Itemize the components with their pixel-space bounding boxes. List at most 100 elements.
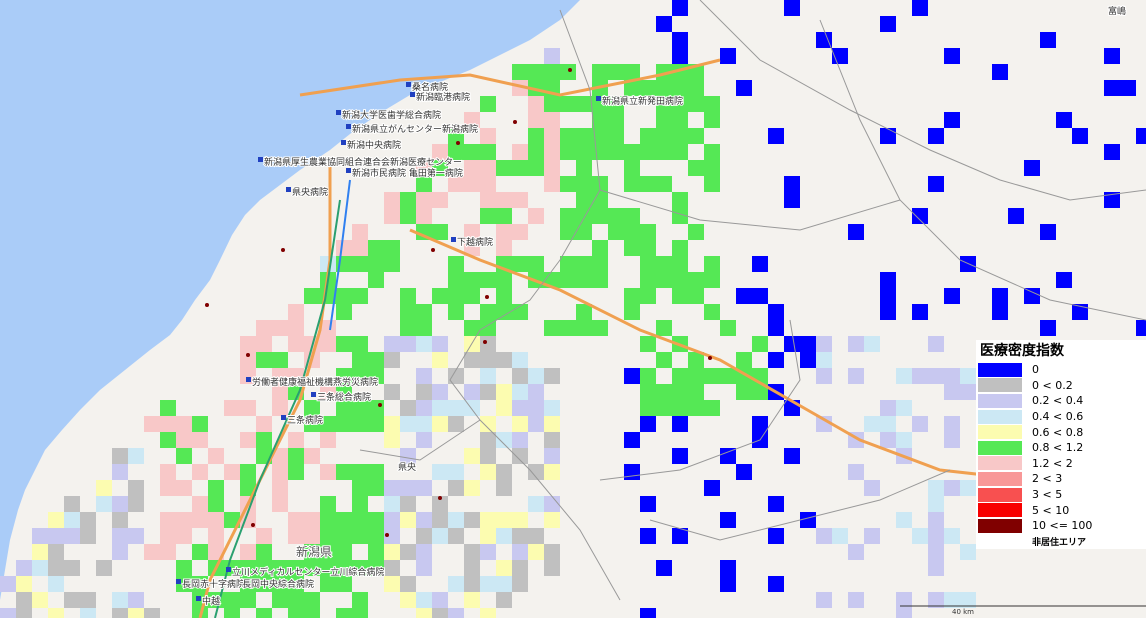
density-cell — [880, 128, 896, 144]
density-cell — [448, 576, 464, 592]
density-cell — [64, 512, 80, 528]
density-cell — [400, 592, 416, 608]
density-cell — [160, 400, 176, 416]
legend-swatch — [978, 409, 1022, 424]
density-cell — [912, 208, 928, 224]
hospital-marker — [176, 579, 181, 584]
density-cell — [880, 416, 896, 432]
density-cell — [128, 592, 144, 608]
density-cell — [304, 528, 320, 544]
hospital-label[interactable]: 桑名病院 — [411, 80, 449, 94]
legend-swatch — [978, 534, 1022, 549]
density-cell — [320, 528, 336, 544]
density-cell — [512, 576, 528, 592]
density-cell — [704, 272, 720, 288]
density-cell — [592, 128, 608, 144]
density-cell — [800, 352, 816, 368]
density-cell — [624, 160, 640, 176]
density-cell — [656, 384, 672, 400]
density-cell — [608, 208, 624, 224]
density-cell — [272, 560, 288, 576]
density-cell — [448, 144, 464, 160]
legend-swatch — [978, 393, 1022, 408]
facility-dot — [708, 356, 712, 360]
density-cell — [928, 496, 944, 512]
hospital-label[interactable]: 新潟県立新発田病院 — [601, 94, 684, 108]
legend-item: 0.8 < 1.2 — [976, 440, 1146, 456]
density-cell — [1040, 320, 1056, 336]
density-cell — [192, 464, 208, 480]
density-cell — [288, 528, 304, 544]
legend-item: 5 < 10 — [976, 502, 1146, 518]
density-cell — [272, 368, 288, 384]
density-cell — [656, 176, 672, 192]
density-cell — [176, 416, 192, 432]
hospital-label[interactable]: 新潟県厚生農業協同組合連合会新潟医療センター — [263, 155, 463, 169]
density-cell — [352, 256, 368, 272]
hospital-label[interactable]: 長岡赤十字病院 — [181, 577, 246, 591]
density-cell — [496, 512, 512, 528]
density-cell — [656, 144, 672, 160]
hospital-marker — [341, 140, 346, 145]
density-cell — [368, 416, 384, 432]
density-cell — [384, 480, 400, 496]
density-cell — [448, 608, 464, 618]
density-cell — [112, 544, 128, 560]
density-cell — [368, 272, 384, 288]
density-cell — [272, 576, 288, 592]
density-cell — [544, 96, 560, 112]
density-cell — [640, 496, 656, 512]
density-cell — [848, 544, 864, 560]
density-cell — [464, 592, 480, 608]
density-cell — [880, 304, 896, 320]
density-cell — [352, 288, 368, 304]
density-cell — [64, 592, 80, 608]
hospital-label[interactable]: 立川メディカルセンター立川綜合病院 — [231, 565, 385, 579]
density-cell — [432, 224, 448, 240]
density-cell — [336, 544, 352, 560]
place-label-kenou: 県央 — [398, 461, 416, 473]
hospital-label[interactable]: 県央病院 — [291, 185, 329, 199]
hospital-label[interactable]: 三条総合病院 — [316, 390, 372, 404]
hospital-label[interactable]: 労働者健康福祉機構燕労災病院 — [251, 375, 379, 389]
density-cell — [144, 544, 160, 560]
legend-label: 5 < 10 — [1032, 503, 1070, 517]
hospital-label[interactable]: 新潟大学医歯学総合病院 — [341, 108, 442, 122]
density-cell — [288, 464, 304, 480]
density-cell — [512, 160, 528, 176]
density-cell — [544, 128, 560, 144]
density-cell — [624, 432, 640, 448]
density-cell — [256, 432, 272, 448]
density-cell — [704, 160, 720, 176]
density-cell — [768, 528, 784, 544]
hospital-label[interactable]: 新潟臨港病院 — [415, 90, 471, 104]
density-cell — [304, 560, 320, 576]
density-cell — [496, 304, 512, 320]
hospital-label[interactable]: 三条病院 — [286, 413, 324, 427]
hospital-label[interactable]: 下越病院 — [456, 235, 494, 249]
hospital-label[interactable]: 新潟中央病院 — [346, 138, 402, 152]
density-cell — [992, 304, 1008, 320]
density-cell — [528, 496, 544, 512]
density-cell — [672, 272, 688, 288]
density-cell — [592, 112, 608, 128]
hospital-label[interactable]: 新潟県立がんセンター新潟病院 — [351, 122, 479, 136]
density-cell — [176, 560, 192, 576]
density-cell — [304, 288, 320, 304]
density-cell — [544, 496, 560, 512]
density-cell — [400, 288, 416, 304]
density-cell — [576, 96, 592, 112]
density-cell — [592, 272, 608, 288]
hospital-marker — [346, 124, 351, 129]
density-cell — [112, 608, 128, 618]
density-cell — [320, 336, 336, 352]
density-cell — [480, 528, 496, 544]
hospital-label[interactable]: 新潟市民病院 亀田第一病院 — [351, 166, 464, 180]
hospital-label[interactable]: 中越 — [201, 594, 221, 608]
density-cell — [432, 384, 448, 400]
density-cell — [672, 208, 688, 224]
density-cell — [608, 96, 624, 112]
hospital-label[interactable]: 長岡中央綜合病院 — [241, 577, 315, 591]
prefecture-label: 新潟県 — [296, 544, 332, 559]
